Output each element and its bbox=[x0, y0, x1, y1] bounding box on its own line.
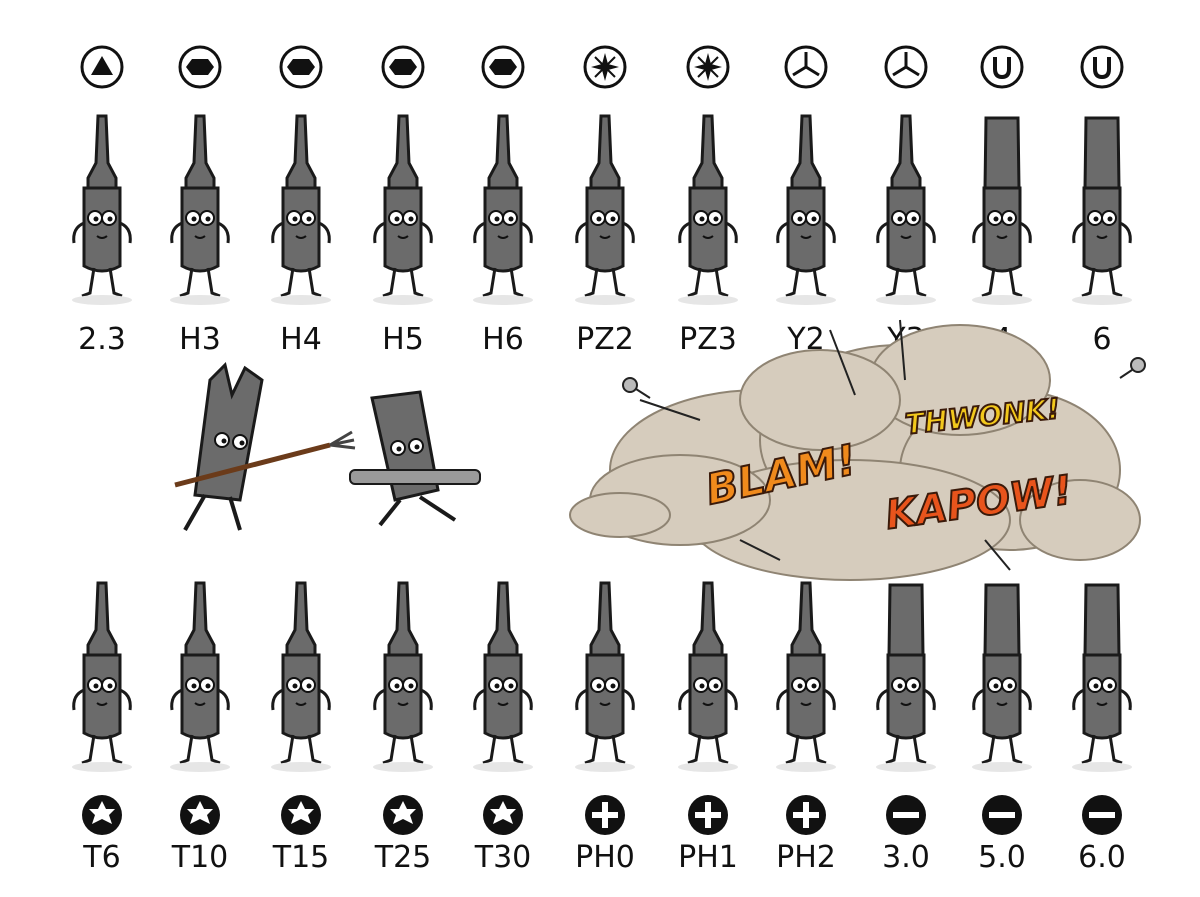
bit-character bbox=[766, 108, 846, 313]
bottom_row-bit-3: T25 bbox=[353, 0, 453, 897]
hex-icon bbox=[177, 44, 223, 95]
bottom_row-bit-9: 5.0 bbox=[952, 0, 1052, 897]
bit-size-label: H4 bbox=[280, 322, 322, 357]
bit-size-label: PZ3 bbox=[679, 322, 737, 357]
torx-icon bbox=[278, 792, 324, 843]
bit-size-label: 2.3 bbox=[78, 322, 126, 357]
bit-character bbox=[1062, 108, 1142, 313]
torx-icon bbox=[480, 792, 526, 843]
bit-character bbox=[962, 575, 1042, 780]
bit-size-label: H3 bbox=[179, 322, 221, 357]
bit-character bbox=[668, 108, 748, 313]
phillips-icon bbox=[685, 792, 731, 843]
top_row-bit-5: PZ2 bbox=[555, 0, 655, 897]
bit-size-label: T25 bbox=[374, 840, 432, 875]
bottom_row-bit-7: PH2 bbox=[756, 0, 856, 897]
bottom_row-bit-1: T10 bbox=[150, 0, 250, 897]
top_row-bit-1: H3 bbox=[150, 0, 250, 897]
top_row-bit-0: 2.3 bbox=[52, 0, 152, 897]
top_row-bit-4: H6 bbox=[453, 0, 553, 897]
slot-icon bbox=[1079, 792, 1125, 843]
torx-icon bbox=[177, 792, 223, 843]
bit-character bbox=[261, 575, 341, 780]
hex-icon bbox=[278, 44, 324, 95]
bit-character bbox=[866, 575, 946, 780]
bit-character bbox=[463, 575, 543, 780]
bottom_row-bit-8: 3.0 bbox=[856, 0, 956, 897]
phillips-icon bbox=[783, 792, 829, 843]
bit-character bbox=[62, 575, 142, 780]
bit-character bbox=[160, 108, 240, 313]
bit-character bbox=[962, 108, 1042, 313]
bit-size-label: T6 bbox=[83, 840, 121, 875]
tri-wing-icon bbox=[883, 44, 929, 95]
bit-character bbox=[565, 108, 645, 313]
bottom_row-bit-6: PH1 bbox=[658, 0, 758, 897]
bit-character bbox=[363, 108, 443, 313]
bottom_row-bit-4: T30 bbox=[453, 0, 553, 897]
bottom_row-bit-10: 6.0 bbox=[1052, 0, 1152, 897]
top_row-bit-3: H5 bbox=[353, 0, 453, 897]
bit-character bbox=[363, 575, 443, 780]
bit-size-label: T10 bbox=[171, 840, 229, 875]
tri-wing-icon bbox=[783, 44, 829, 95]
bottom_row-bit-5: PH0 bbox=[555, 0, 655, 897]
bottom_row-bit-2: T15 bbox=[251, 0, 351, 897]
bit-size-label: 3.0 bbox=[882, 840, 930, 875]
top_row-bit-10: 6 bbox=[1052, 0, 1152, 897]
phillips-icon bbox=[582, 792, 628, 843]
top_row-bit-7: Y2 bbox=[756, 0, 856, 897]
torx-icon bbox=[380, 792, 426, 843]
bit-character bbox=[160, 575, 240, 780]
torx-icon bbox=[79, 792, 125, 843]
bit-size-label: T30 bbox=[474, 840, 532, 875]
bit-size-label: PH1 bbox=[678, 840, 738, 875]
u-icon bbox=[1079, 44, 1125, 95]
bit-character bbox=[668, 575, 748, 780]
top_row-bit-2: H4 bbox=[251, 0, 351, 897]
bit-size-label: H5 bbox=[382, 322, 424, 357]
bit-character bbox=[463, 108, 543, 313]
bit-character bbox=[866, 108, 946, 313]
bit-character bbox=[62, 108, 142, 313]
bit-character bbox=[261, 108, 341, 313]
slot-icon bbox=[883, 792, 929, 843]
top_row-bit-9: 4 bbox=[952, 0, 1052, 897]
bit-size-label: T15 bbox=[272, 840, 330, 875]
bit-size-label: 6.0 bbox=[1078, 840, 1126, 875]
pozidriv-icon bbox=[685, 44, 731, 95]
bit-size-label: PH0 bbox=[575, 840, 635, 875]
bit-size-label: PZ2 bbox=[576, 322, 634, 357]
u-icon bbox=[979, 44, 1025, 95]
slot-icon bbox=[979, 792, 1025, 843]
bit-character bbox=[1062, 575, 1142, 780]
bit-size-label: 5.0 bbox=[978, 840, 1026, 875]
bit-size-label: H6 bbox=[482, 322, 524, 357]
hex-icon bbox=[480, 44, 526, 95]
bit-size-label: 6 bbox=[1092, 322, 1112, 357]
bit-size-label: PH2 bbox=[776, 840, 836, 875]
top_row-bit-6: PZ3 bbox=[658, 0, 758, 897]
hex-icon bbox=[380, 44, 426, 95]
bit-character bbox=[766, 575, 846, 780]
pozidriv-icon bbox=[582, 44, 628, 95]
bottom_row-bit-0: T6 bbox=[52, 0, 152, 897]
triangle-icon bbox=[79, 44, 125, 95]
bit-character bbox=[565, 575, 645, 780]
